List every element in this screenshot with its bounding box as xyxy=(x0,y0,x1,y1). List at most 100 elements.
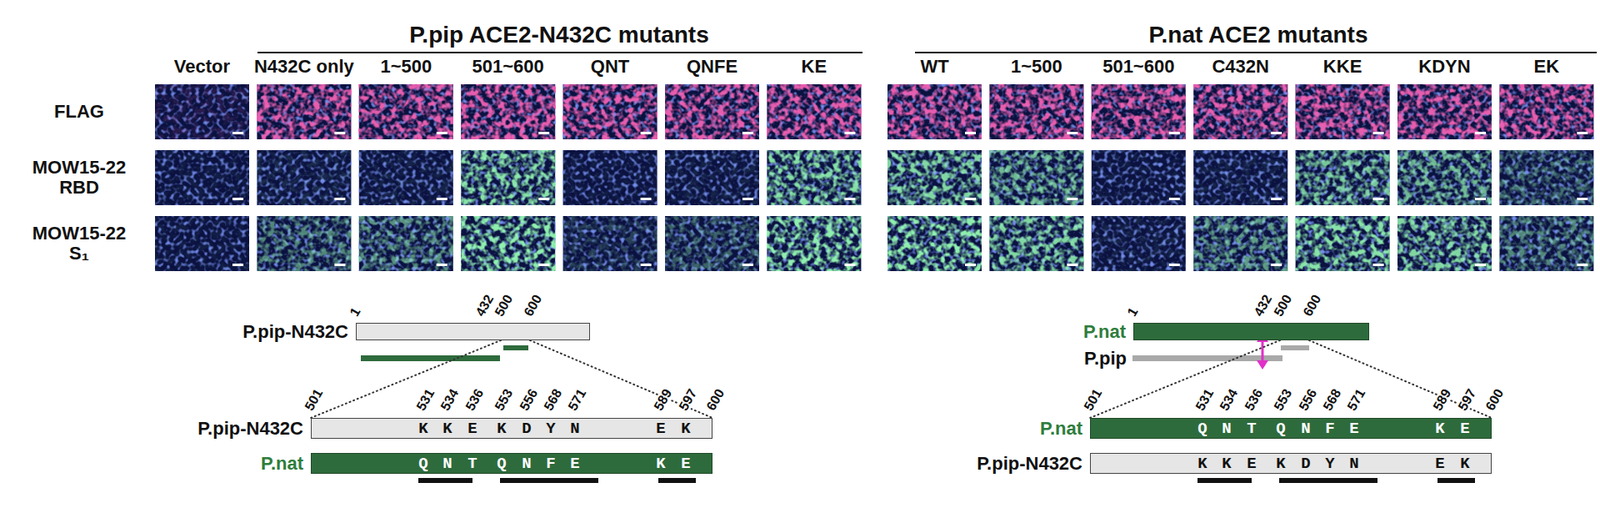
signal-stain xyxy=(1091,150,1186,205)
micrograph-tile xyxy=(1193,84,1288,140)
column-header: C432N xyxy=(1211,56,1269,77)
scale-bar xyxy=(232,131,244,135)
residue-number: 531 xyxy=(414,386,437,413)
residue-letter: N xyxy=(570,420,580,436)
scale-bar xyxy=(844,197,855,200)
column-header: EK xyxy=(1534,56,1560,77)
signal-stain xyxy=(460,84,555,140)
nuclei-stain xyxy=(1091,84,1186,140)
nuclei-stain xyxy=(359,84,454,140)
tile-ground xyxy=(766,215,861,271)
residue-number: 536 xyxy=(1242,386,1265,413)
nuclei-stain xyxy=(460,215,555,271)
nuclei-stain xyxy=(1499,150,1594,205)
residue-letter: Q xyxy=(496,455,506,471)
nuclei-stain xyxy=(766,84,861,140)
row-label: MOW15-22 RBD xyxy=(26,157,132,198)
tile-ground xyxy=(359,215,454,271)
residue-number: 556 xyxy=(517,386,540,413)
micrograph-tile xyxy=(887,215,982,271)
residue-letter: K xyxy=(496,420,506,436)
segment-bar xyxy=(1280,345,1310,350)
nuclei-stain xyxy=(887,84,982,140)
residue-letter: F xyxy=(545,455,555,471)
residue-number: 536 xyxy=(463,386,486,413)
signal-stain xyxy=(1397,215,1492,271)
signal-stain xyxy=(766,84,861,140)
micrograph-tile xyxy=(359,150,454,205)
signal-stain xyxy=(155,150,250,205)
scale-bar xyxy=(1066,197,1078,200)
nuclei-stain xyxy=(665,150,760,205)
micrograph-tile xyxy=(887,150,982,205)
residue-letter: E xyxy=(1435,455,1445,471)
scale-bar xyxy=(1475,197,1486,200)
region-underline xyxy=(418,477,473,483)
column-header: Vector xyxy=(174,56,230,77)
tile-ground xyxy=(665,150,760,205)
tile-ground xyxy=(1499,215,1594,271)
bar-label: P.pip-N432C xyxy=(976,452,1083,473)
signal-stain xyxy=(1295,84,1390,140)
sequence-bar: P.pip-N432CKKEKDYNEK xyxy=(1090,452,1492,474)
signal-stain xyxy=(1193,84,1288,140)
residue-letter: Q xyxy=(1197,420,1207,436)
micrograph-tile xyxy=(563,84,658,140)
micrograph-tile xyxy=(1397,84,1492,140)
scale-bar xyxy=(1169,197,1180,200)
micrograph-tile xyxy=(155,84,250,140)
segment-bar xyxy=(503,345,529,350)
scale-bar xyxy=(965,131,976,135)
residue-number: 556 xyxy=(1296,386,1320,413)
signal-stain xyxy=(665,150,760,205)
column-header: QNFE xyxy=(686,56,738,77)
tile-ground xyxy=(1193,150,1288,205)
signal-stain xyxy=(665,84,760,140)
residue-letter: N xyxy=(1221,420,1231,436)
micrograph-tile xyxy=(256,215,351,271)
scale-bar xyxy=(232,197,244,200)
signal-stain xyxy=(359,215,454,271)
scale-bar xyxy=(742,131,754,135)
residue-number: 589 xyxy=(651,386,675,413)
region-underline xyxy=(1197,477,1252,483)
nuclei-stain xyxy=(1295,150,1390,205)
residue-letter: E xyxy=(655,420,665,436)
micrograph-grid xyxy=(155,84,1594,271)
scale-bar xyxy=(844,263,855,266)
scale-bar xyxy=(1373,131,1385,135)
zoom-line xyxy=(530,340,713,418)
signal-stain xyxy=(766,150,861,205)
bar-label: P.nat xyxy=(1040,417,1083,438)
column-header: KKE xyxy=(1323,56,1362,77)
scale-bar xyxy=(844,131,855,135)
column-header: 501~600 xyxy=(1102,56,1175,77)
residue-number: 531 xyxy=(1193,386,1216,413)
tile-ground xyxy=(665,215,760,271)
sequence-bar: P.natQNTQNFEKE xyxy=(310,452,713,474)
residue-letter: T xyxy=(467,455,477,471)
signal-stain xyxy=(1499,84,1594,140)
residue-letter: Y xyxy=(1325,455,1335,471)
tile-ground xyxy=(155,215,250,271)
nuclei-stain xyxy=(989,150,1084,205)
tile-ground xyxy=(887,150,982,205)
scale-bar xyxy=(538,263,550,266)
micrograph-tile xyxy=(1091,150,1186,205)
residue-letter: E xyxy=(1460,420,1470,436)
tile-ground xyxy=(460,215,555,271)
residue-number: 553 xyxy=(1271,386,1295,413)
nuclei-stain xyxy=(563,84,658,140)
scale-bar xyxy=(538,131,550,135)
signal-stain xyxy=(887,150,982,205)
tile-ground xyxy=(1295,215,1390,271)
column-header: KDYN xyxy=(1418,56,1470,77)
residue-number: 568 xyxy=(1320,386,1344,413)
residue-number: 553 xyxy=(492,386,515,413)
nuclei-stain xyxy=(460,150,555,205)
scale-bar xyxy=(1373,263,1385,266)
micrograph-tile xyxy=(155,150,250,205)
nuclei-stain xyxy=(766,215,861,271)
nuclei-stain xyxy=(155,215,250,271)
signal-stain xyxy=(989,215,1084,271)
